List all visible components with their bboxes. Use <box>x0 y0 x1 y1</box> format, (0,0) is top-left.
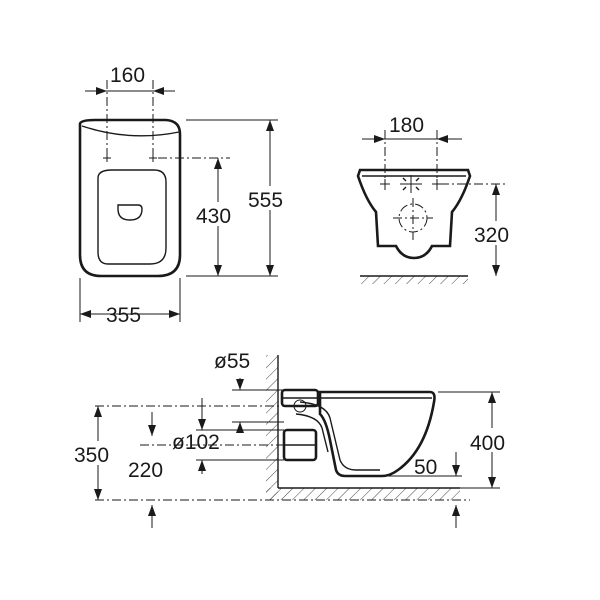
dim-bolt-spacing-160: 160 <box>85 64 175 95</box>
dim-bolt-height-430: 430 <box>186 158 240 277</box>
dim-rim-height-400: 400 <box>438 391 520 489</box>
label-430: 430 <box>196 205 231 228</box>
side-bowl-outline <box>318 390 436 478</box>
rear-inlet-mark <box>400 175 422 193</box>
label-555: 555 <box>248 189 283 212</box>
rear-view: 180 320 <box>356 114 522 284</box>
front-seat-outline <box>97 169 167 265</box>
dim-outlet-height-320: 320 <box>474 184 522 276</box>
side-inlet-pipe <box>280 388 320 413</box>
dim-outlet-diameter: ø102 <box>172 398 284 474</box>
dim-inlet-diameter: ø55 <box>214 350 284 433</box>
label-o55: ø55 <box>214 350 250 373</box>
side-outlet-pipe <box>282 428 318 462</box>
front-rim-curve <box>81 125 180 137</box>
label-180: 180 <box>389 114 424 137</box>
label-350: 350 <box>74 444 109 467</box>
rear-outline <box>356 168 472 260</box>
label-220: 220 <box>128 459 163 482</box>
dim-outlet-height-220: 220 <box>128 412 163 528</box>
front-bowl-outline <box>78 118 182 278</box>
label-320: 320 <box>474 224 509 247</box>
rear-floor <box>360 275 468 284</box>
label-400: 400 <box>470 432 505 455</box>
label-160: 160 <box>110 64 145 87</box>
side-wall <box>266 355 279 500</box>
label-50: 50 <box>414 456 437 479</box>
rear-outlet-mark <box>393 198 433 240</box>
side-view: ø55 ø102 350 220 <box>74 350 520 528</box>
dim-height-555: 555 <box>186 119 294 277</box>
front-seat-hole <box>117 204 143 221</box>
dim-rear-bolt-spacing-180: 180 <box>362 114 462 143</box>
side-floor <box>266 487 460 500</box>
label-355: 355 <box>106 304 141 327</box>
front-view: 160 355 555 430 <box>78 64 294 327</box>
dim-inlet-height-350: 350 <box>74 406 122 500</box>
dim-width-355: 355 <box>79 278 181 327</box>
dim-base-offset-50: 50 <box>388 452 462 528</box>
label-o102: ø102 <box>172 431 220 454</box>
